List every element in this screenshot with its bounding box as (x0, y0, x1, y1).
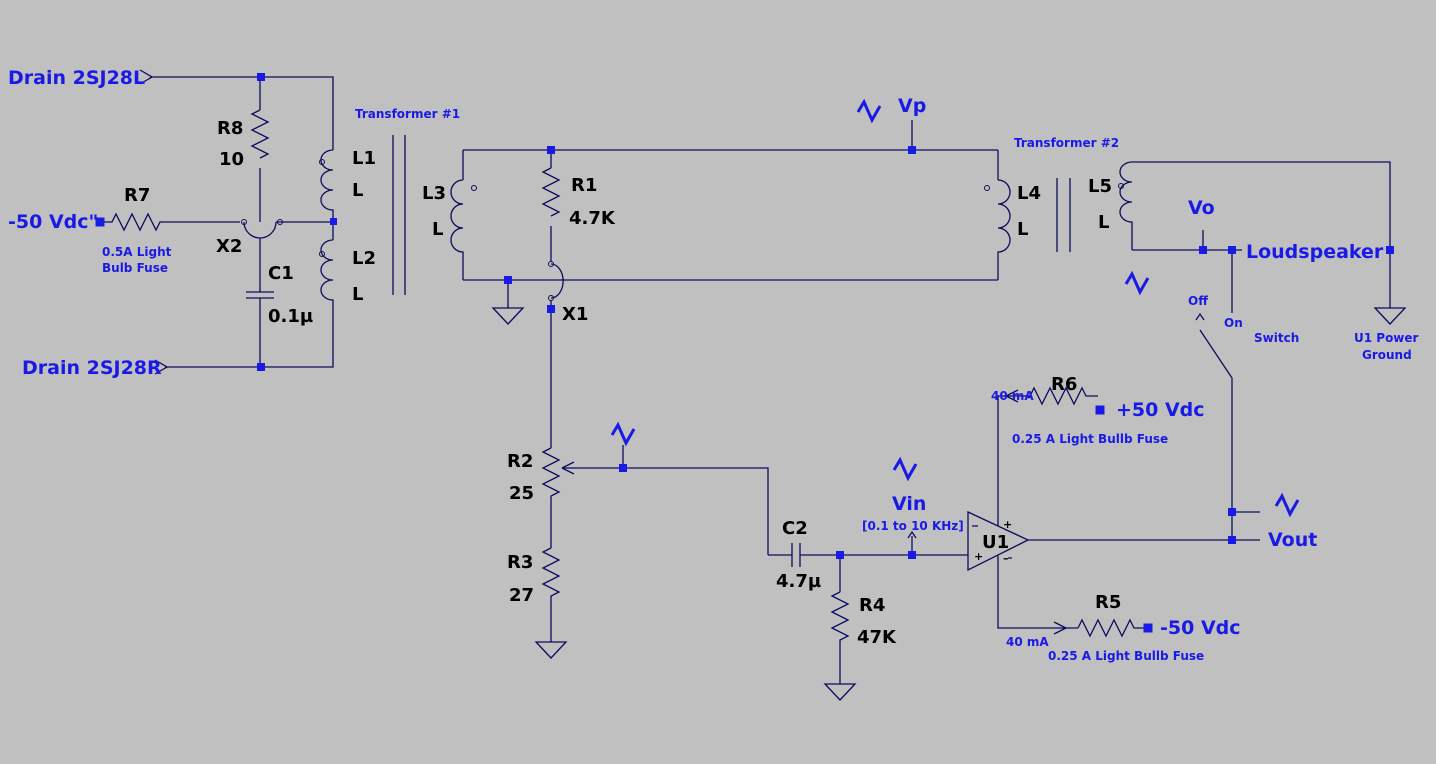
switch-on-label: On (1224, 316, 1243, 330)
r1-value: 4.7K (569, 208, 616, 229)
ac-probe-icon (1124, 270, 1150, 296)
fuse-r7-line2: Bulb Fuse (102, 261, 168, 275)
ac-probe-icon (1274, 492, 1300, 518)
svg-text:–: – (1003, 552, 1009, 565)
net-vout: Vout (1268, 529, 1317, 551)
net-neg50-right: -50 Vdc (1160, 617, 1241, 639)
c2-ref: C2 (782, 518, 808, 539)
r4-value: 47K (857, 627, 897, 648)
l4-ref: L4 (1017, 183, 1041, 204)
ac-probe-icon (610, 421, 636, 447)
current-r6-label: 40 mA (991, 389, 1034, 403)
net-vin-range: [0.1 to 10 KHz] (862, 519, 964, 533)
c1-ref: C1 (268, 263, 294, 284)
l3-value: L (432, 219, 443, 240)
ac-probe-icon (892, 456, 918, 482)
ac-probe-icons (610, 98, 1300, 518)
ground-label-line2: Ground (1362, 348, 1412, 362)
r8-value: 10 (219, 149, 244, 170)
left-wiring (100, 69, 406, 375)
net-vp: Vp (898, 95, 926, 117)
r3-ref: R3 (507, 552, 533, 573)
fuse-r7-line1: 0.5A Light (102, 245, 172, 259)
l3-ref: L3 (422, 183, 446, 204)
r6-ref: R6 (1051, 374, 1077, 395)
net-drain-right: Drain 2SJ28R (22, 357, 162, 379)
current-r5-label: 40 mA (1006, 635, 1049, 649)
l1-ref: L1 (352, 148, 376, 169)
l2-value: L (352, 284, 363, 305)
r2-value: 25 (509, 483, 534, 504)
r3-value: 27 (509, 585, 534, 606)
net-pos50: +50 Vdc (1116, 399, 1205, 421)
net-loudspeaker: Loudspeaker (1246, 241, 1384, 263)
c1-value: 0.1µ (268, 306, 313, 327)
c2-value: 4.7µ (776, 571, 821, 592)
l4-value: L (1017, 219, 1028, 240)
l1-value: L (352, 180, 363, 201)
transformer2-label: Transformer #2 (1014, 136, 1119, 150)
svg-text:+: + (1003, 518, 1012, 531)
net-vo: Vo (1188, 197, 1215, 219)
ground-label-line1: U1 Power (1354, 331, 1419, 345)
net-labels: Drain 2SJ28L Drain 2SJ28R -50 Vdc" Vp Vo… (8, 67, 1384, 639)
switch-off-label: Off (1188, 294, 1208, 308)
ac-probe-icon (856, 98, 882, 124)
l5-value: L (1098, 212, 1109, 233)
net-neg50-left: -50 Vdc" (8, 211, 98, 233)
switch-label: Switch (1254, 331, 1299, 345)
l2-ref: L2 (352, 248, 376, 269)
l5-ref: L5 (1088, 176, 1112, 197)
net-drain-left: Drain 2SJ28L (8, 67, 145, 89)
r1-ref: R1 (571, 175, 597, 196)
fuse-r5-label: 0.25 A Light Bullb Fuse (1048, 649, 1204, 663)
u1-ref: U1 (982, 532, 1009, 553)
r5-ref: R5 (1095, 592, 1121, 613)
transformer1-label: Transformer #1 (355, 107, 460, 121)
x2-ref: X2 (216, 236, 242, 257)
fuse-r6-label: 0.25 A Light Bullb Fuse (1012, 432, 1168, 446)
component-labels: R8 10 R7 X2 C1 0.1µ L1 L L2 L L3 L R1 4.… (124, 118, 1121, 648)
r8-ref: R8 (217, 118, 243, 139)
lower-wiring (534, 386, 1260, 701)
annotations: Transformer #1 Transformer #2 0.5A Light… (102, 107, 1419, 663)
r2-ref: R2 (507, 451, 533, 472)
r4-ref: R4 (859, 595, 885, 616)
right-wiring (1118, 161, 1407, 540)
junctions (95, 73, 1394, 633)
opamp-pin-signs: + + – (974, 518, 1012, 565)
net-vin: Vin (892, 493, 926, 515)
middle-wiring (450, 120, 1071, 448)
svg-text:+: + (974, 550, 983, 563)
r7-ref: R7 (124, 185, 150, 206)
x1-ref: X1 (562, 304, 588, 325)
